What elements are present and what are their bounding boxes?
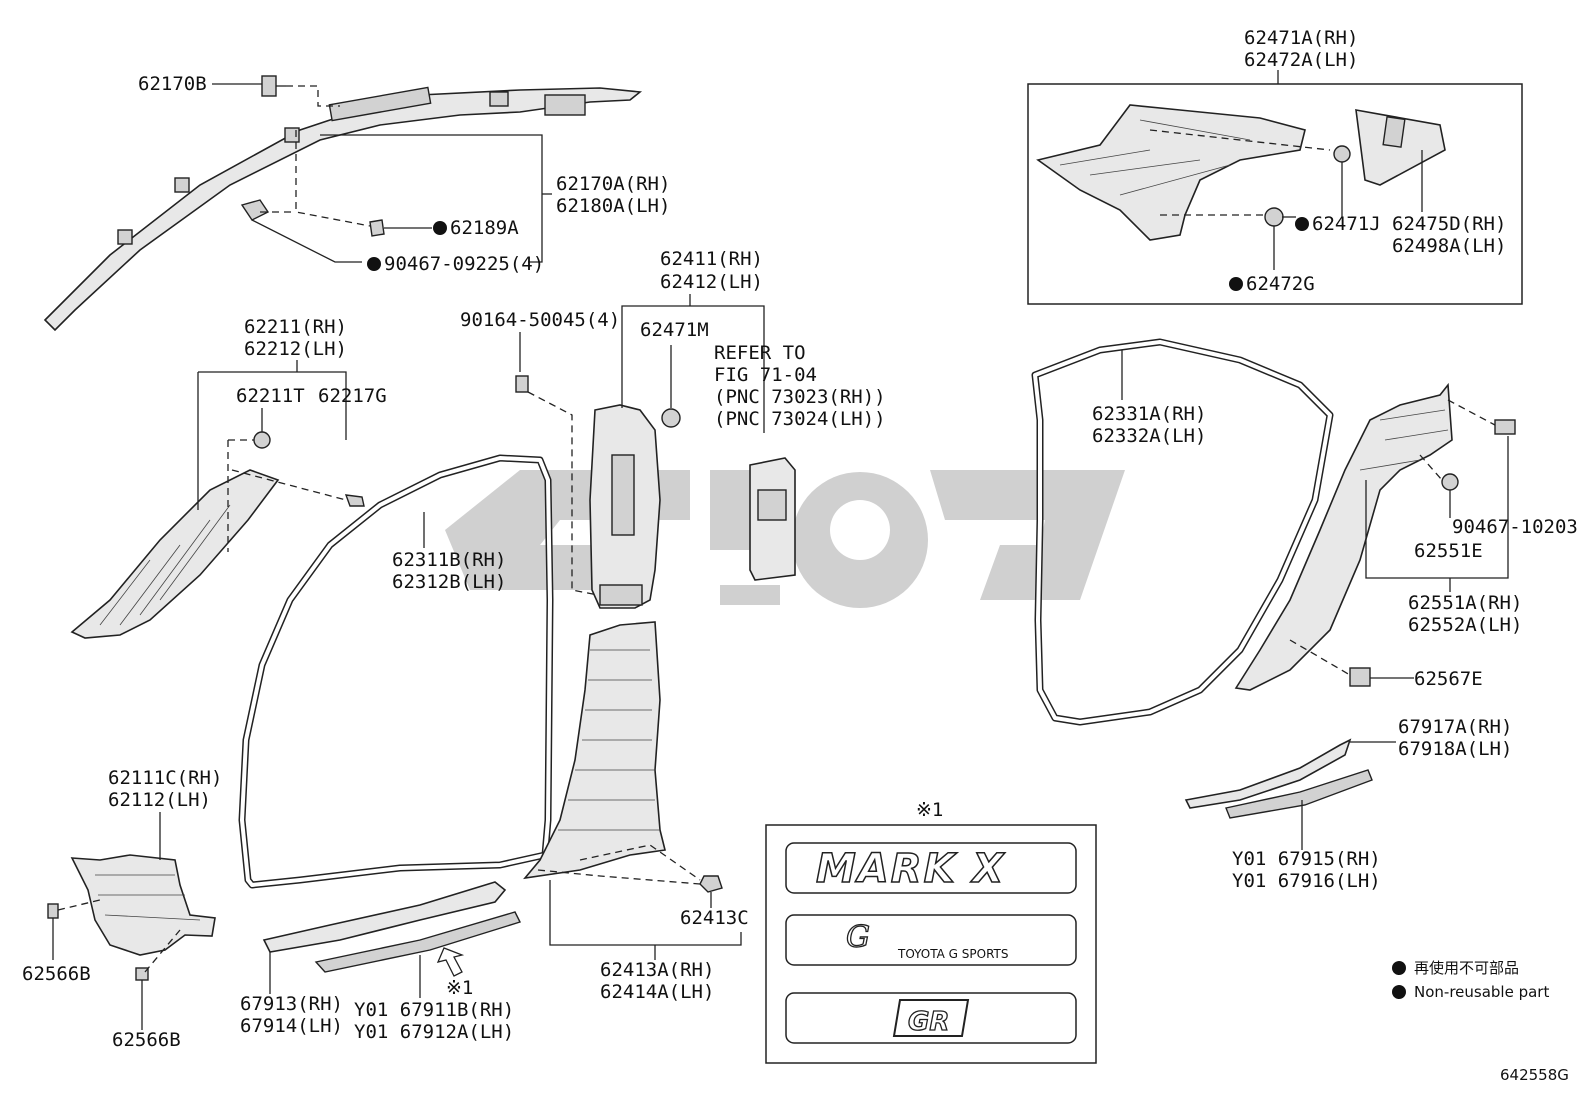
part-62475D-garnish bbox=[1355, 109, 1446, 186]
dot-62472G bbox=[1229, 277, 1243, 291]
part-62111C-kick-panel bbox=[70, 854, 216, 956]
clip-62170B bbox=[261, 75, 286, 97]
emblem-markx bbox=[785, 842, 1077, 894]
legend-dot-en bbox=[1392, 985, 1406, 999]
part-67911B-scuff-plate bbox=[314, 911, 521, 973]
emblem-markx-text: MARK X bbox=[816, 846, 1005, 892]
label-refer-1: REFER TO bbox=[714, 342, 806, 364]
part-67913-scuff bbox=[262, 881, 507, 953]
label-62332A: 62332A(LH) bbox=[1092, 425, 1206, 447]
label-62311B: 62311B(RH) bbox=[392, 549, 506, 571]
label-67915: Y01 67915(RH) bbox=[1232, 848, 1381, 870]
label-67917A: 67917A(RH) bbox=[1398, 716, 1512, 738]
label-refer-4: (PNC 73024(LH)) bbox=[714, 408, 886, 430]
legend-en: Non-reusable part bbox=[1414, 983, 1549, 1001]
label-62170A: 62170A(RH) bbox=[556, 173, 670, 195]
part-62211-a-pillar bbox=[70, 469, 280, 639]
label-62413A: 62413A(RH) bbox=[600, 959, 714, 981]
label-62331A: 62331A(RH) bbox=[1092, 403, 1206, 425]
label-note-1-arrow: ※1 bbox=[446, 977, 473, 999]
label-62471J: 62471J bbox=[1312, 213, 1381, 235]
label-refer-2: FIG 71-04 bbox=[714, 364, 817, 386]
clip-90467-10203 bbox=[1494, 419, 1516, 435]
part-62331A-weatherstrip bbox=[1031, 338, 1334, 726]
label-62112: 62112(LH) bbox=[108, 789, 211, 811]
label-67916: Y01 67916(LH) bbox=[1232, 870, 1381, 892]
label-90467-10203: 90467-10203 bbox=[1452, 516, 1578, 538]
label-67913: 67913(RH) bbox=[240, 993, 343, 1015]
emblem-gs-text: TOYOTA G SPORTS bbox=[897, 947, 1008, 961]
label-62471M: 62471M bbox=[640, 319, 709, 341]
dot-90467-09225 bbox=[367, 257, 381, 271]
part-67915-scuff-plate bbox=[1225, 769, 1373, 819]
clip-62472G bbox=[1264, 207, 1284, 227]
emblem-gr bbox=[785, 992, 1077, 1044]
label-refer-3: (PNC 73023(RH)) bbox=[714, 386, 886, 408]
emblem-gs-logo: G bbox=[846, 920, 870, 955]
label-62567E: 62567E bbox=[1414, 668, 1483, 690]
label-62413C: 62413C bbox=[680, 907, 749, 929]
part-62551A-c-pillar bbox=[1234, 382, 1453, 691]
label-62414A: 62414A(LH) bbox=[600, 981, 714, 1003]
label-62217G: 62217G bbox=[318, 385, 387, 407]
label-62475D: 62475D(RH) bbox=[1392, 213, 1506, 235]
arrow-note-1 bbox=[436, 947, 465, 977]
label-62551A: 62551A(RH) bbox=[1408, 592, 1522, 614]
label-62411: 62411(RH) bbox=[660, 248, 763, 270]
part-62411-b-pillar-upper bbox=[589, 404, 661, 609]
label-62211T: 62211T bbox=[236, 385, 305, 407]
label-62211: 62211(RH) bbox=[244, 316, 347, 338]
label-62412: 62412(LH) bbox=[660, 271, 763, 293]
part-62170A-roof-rail bbox=[43, 86, 643, 332]
label-67912A: Y01 67912A(LH) bbox=[354, 1021, 514, 1043]
dot-62189A bbox=[433, 221, 447, 235]
label-90164: 90164-50045(4) bbox=[460, 309, 620, 331]
label-90467-09225: 90467-09225(4) bbox=[384, 253, 544, 275]
clip-62551E bbox=[1441, 473, 1459, 491]
label-62471A: 62471A(RH) bbox=[1244, 27, 1358, 49]
screw-90164 bbox=[515, 375, 529, 393]
emblem-gr-text: GR bbox=[908, 1007, 949, 1037]
label-62170B: 62170B bbox=[138, 73, 207, 95]
clip-62567E bbox=[1349, 667, 1371, 687]
bracket-62189A bbox=[240, 199, 385, 237]
clip-62471J bbox=[1333, 145, 1351, 163]
label-62312B: 62312B(LH) bbox=[392, 571, 506, 593]
label-62566B-lower: 62566B bbox=[112, 1029, 181, 1051]
label-67911B: Y01 67911B(RH) bbox=[354, 999, 514, 1021]
label-62180A: 62180A(LH) bbox=[556, 195, 670, 217]
label-62111C: 62111C(RH) bbox=[108, 767, 222, 789]
label-62566B-upper: 62566B bbox=[22, 963, 91, 985]
part-seatbelt-anchor-cover bbox=[749, 457, 796, 581]
label-note-1-box: ※1 bbox=[916, 799, 943, 821]
clip-62566B-upper bbox=[47, 903, 59, 919]
part-62311B-weatherstrip bbox=[238, 454, 554, 889]
label-62472G: 62472G bbox=[1246, 273, 1315, 295]
clip-62217G bbox=[344, 494, 365, 507]
label-67914: 67914(LH) bbox=[240, 1015, 343, 1037]
label-62552A: 62552A(LH) bbox=[1408, 614, 1522, 636]
label-62498A: 62498A(LH) bbox=[1392, 235, 1506, 257]
label-62189A: 62189A bbox=[450, 217, 519, 239]
clip-62211T bbox=[253, 431, 271, 449]
label-62212: 62212(LH) bbox=[244, 338, 347, 360]
label-67918A: 67918A(LH) bbox=[1398, 738, 1512, 760]
clip-62413C bbox=[699, 875, 723, 893]
part-62471A-quarter-trim bbox=[1036, 104, 1331, 241]
part-62413A-b-pillar-lower bbox=[523, 621, 666, 880]
label-62551E: 62551E bbox=[1414, 540, 1483, 562]
label-62472A: 62472A(LH) bbox=[1244, 49, 1358, 71]
clip-62471M bbox=[661, 408, 681, 428]
legend-jp: 再使用不可部品 bbox=[1414, 959, 1519, 977]
emblem-gs bbox=[785, 914, 1077, 966]
dot-62471J bbox=[1295, 217, 1309, 231]
diagram-id: 642558G bbox=[1500, 1066, 1569, 1084]
legend-dot-jp bbox=[1392, 961, 1406, 975]
part-67917A-rear-scuff bbox=[1184, 738, 1352, 809]
